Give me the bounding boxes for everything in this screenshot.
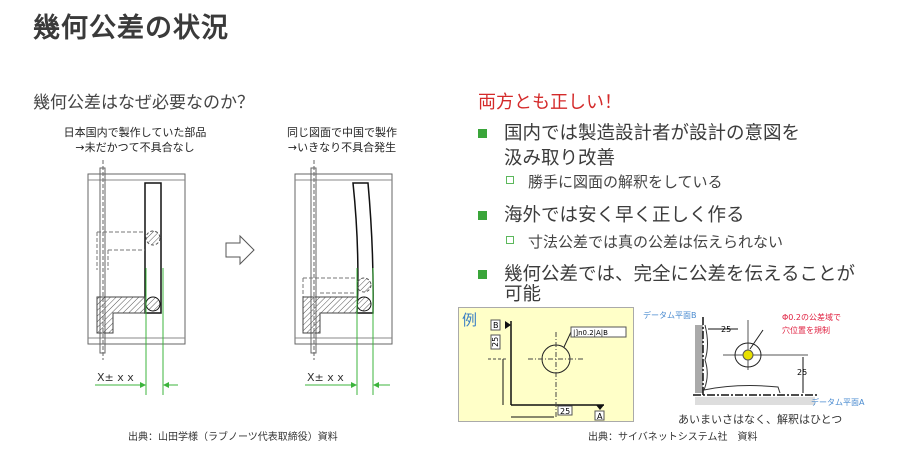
caption-line: 日本国内で製作していた部品	[63, 126, 207, 139]
slide-title: 幾何公差の状況	[33, 13, 229, 44]
gdt-example-drawing: 例 B A |]n0.2|A|B 25 25	[458, 307, 634, 422]
dimension-label: X± x x	[307, 371, 344, 384]
datum-b-label: B	[493, 321, 499, 330]
datum-a-label: A	[597, 412, 603, 421]
caption-line: →いきなり不具合発生	[287, 141, 397, 154]
sub-bullet-icon	[506, 236, 514, 244]
dim-horizontal: 25	[560, 407, 570, 416]
answer-heading: 両方とも正しい！	[478, 92, 622, 113]
drawing-china: X± x x	[294, 160, 393, 395]
bullet-icon	[478, 270, 487, 279]
bullet-text: 汲み取り改善	[504, 148, 616, 169]
sub-bullet-text: 勝手に図面の解釈をしている	[528, 173, 723, 191]
datum-plane-b-label: データム平面B	[643, 310, 697, 320]
caption-line: →未だかつて不具合なし	[75, 141, 195, 154]
tolerance-note: Φ0.2の公差域で	[782, 312, 841, 322]
bullet-3: 幾何公差では、完全に公差を伝えることが 可能	[478, 262, 855, 307]
bullet-icon	[478, 129, 487, 138]
example-label: 例	[462, 311, 477, 329]
bullet-text: 可能	[504, 284, 542, 305]
datum-plane-a-label: データム平面A	[811, 397, 865, 407]
source-right: 出典：サイバネットシステム社 資料	[588, 432, 758, 443]
caption-domestic: 日本国内で製作していた部品 →未だかつて不具合なし	[55, 125, 215, 155]
datum-figure: データム平面B 25 Φ0.2の公差域で 穴位置を規制 25 データム平面A あ…	[643, 310, 865, 426]
bullet-text: 幾何公差では、完全に公差を伝えることが	[504, 264, 855, 285]
dim-horizontal: 25	[721, 325, 731, 334]
sub-bullet-icon	[506, 176, 514, 184]
tolerance-note: 穴位置を規制	[782, 325, 830, 335]
bullet-text: 国内では製造設計者が設計の意図を	[504, 123, 801, 144]
bullet-text: 海外では安く早く正しく作る	[504, 205, 745, 226]
assembly-drawings: X± x x X± x x	[87, 160, 393, 395]
bullet-2: 海外では安く早く正しく作る	[478, 203, 745, 228]
right-arrow-icon	[225, 234, 255, 266]
dim-vertical: 25	[491, 337, 500, 347]
dim-vertical: 25	[797, 368, 807, 377]
bullet-icon	[478, 211, 487, 220]
sub-bullet-2: 寸法公差では真の公差は伝えられない	[506, 231, 783, 252]
sub-bullet-1: 勝手に図面の解釈をしている	[506, 171, 723, 192]
source-left: 出典：山田学様（ラブノーツ代表取締役）資料	[128, 432, 338, 443]
dimension-label: X± x x	[97, 371, 134, 384]
caption-line: 同じ図面で中国で製作	[287, 126, 397, 139]
bullet-1: 国内では製造設計者が設計の意図を 汲み取り改善	[478, 121, 800, 171]
question-heading: 幾何公差はなぜ必要なのか？	[33, 93, 254, 113]
drawing-domestic: X± x x	[87, 160, 186, 395]
sub-bullet-text: 寸法公差では真の公差は伝えられない	[528, 233, 784, 251]
caption-china: 同じ図面で中国で製作 →いきなり不具合発生	[262, 125, 422, 155]
feature-control-frame: |]n0.2|A|B	[573, 329, 608, 337]
conclusion-text: あいまいさはなく、解釈はひとつ	[678, 412, 842, 426]
